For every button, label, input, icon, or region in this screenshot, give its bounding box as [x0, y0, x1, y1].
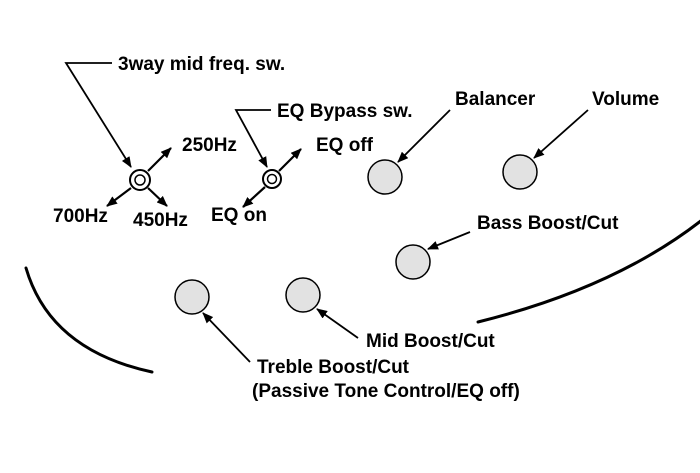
eq-bypass-switch-label: EQ Bypass sw. — [277, 101, 413, 122]
eq-bypass-switch — [262, 169, 282, 189]
body-edge-curve-left — [24, 266, 154, 374]
mid-freq-switch — [129, 169, 151, 191]
balancer-knob — [367, 159, 403, 195]
balancer-label: Balancer — [455, 89, 536, 110]
eq-bypass-switch-inner-ring — [266, 173, 278, 185]
eq-off-label: EQ off — [316, 135, 374, 156]
mid-freq-switch-label: 3way mid freq. sw. — [118, 54, 285, 75]
arrow-to-700hz — [106, 187, 132, 207]
volume-leader-line — [533, 109, 589, 159]
mid-boost-cut-label: Mid Boost/Cut — [366, 331, 495, 352]
balancer-leader-line — [397, 109, 451, 163]
eq-bypass-leader-line — [234, 109, 271, 168]
mid-leader-line — [316, 308, 359, 339]
eq-on-label: EQ on — [211, 205, 267, 226]
treble-boost-cut-knob — [174, 279, 210, 315]
volume-knob — [502, 154, 538, 190]
mid-freq-leader-line — [64, 62, 132, 168]
treble-note-label: (Passive Tone Control/EQ off) — [252, 381, 520, 402]
arrow-to-450hz — [147, 187, 168, 207]
mid-freq-switch-inner-ring — [134, 174, 146, 186]
bass-leader-line — [427, 231, 471, 250]
arrow-to-eq-on — [242, 186, 266, 208]
arrow-to-250hz — [147, 147, 172, 172]
treble-leader-line — [202, 312, 251, 363]
body-edge-curve-right — [476, 219, 700, 324]
bass-boost-cut-label: Bass Boost/Cut — [477, 213, 619, 234]
freq-700-label: 700Hz — [53, 206, 108, 227]
freq-250-label: 250Hz — [182, 135, 237, 156]
bass-boost-cut-knob — [395, 244, 431, 280]
volume-label: Volume — [592, 89, 659, 110]
treble-boost-cut-label: Treble Boost/Cut — [257, 357, 410, 378]
mid-boost-cut-knob — [285, 277, 321, 313]
freq-450-label: 450Hz — [133, 210, 188, 231]
arrow-to-eq-off — [278, 148, 302, 172]
